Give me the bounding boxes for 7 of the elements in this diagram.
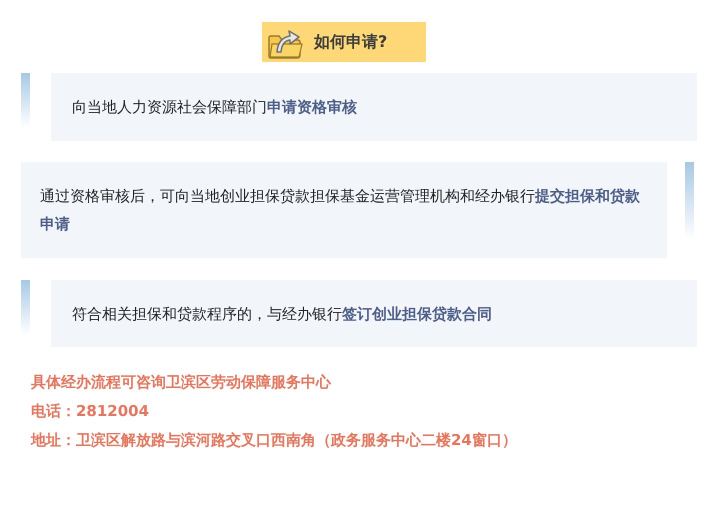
contact-note: 地址：卫滨区解放路与滨河路交叉口西南角（政务服务中心二楼24窗口）	[31, 430, 517, 450]
contact-note: 电话：2812004	[31, 401, 150, 421]
step-text: 向当地人力资源社会保障部门申请资格审核	[72, 97, 357, 118]
title-text: 如何申请?	[314, 32, 388, 52]
contact-note: 具体经办流程可咨询卫滨区劳动保障服务中心	[31, 372, 331, 392]
step-text: 通过资格审核后，可向当地创业担保贷款担保基金运营管理机构和经办银行提交担保和贷款申请	[40, 186, 641, 235]
step-text: 符合相关担保和贷款程序的，与经办银行签订创业担保贷款合同	[72, 304, 492, 324]
